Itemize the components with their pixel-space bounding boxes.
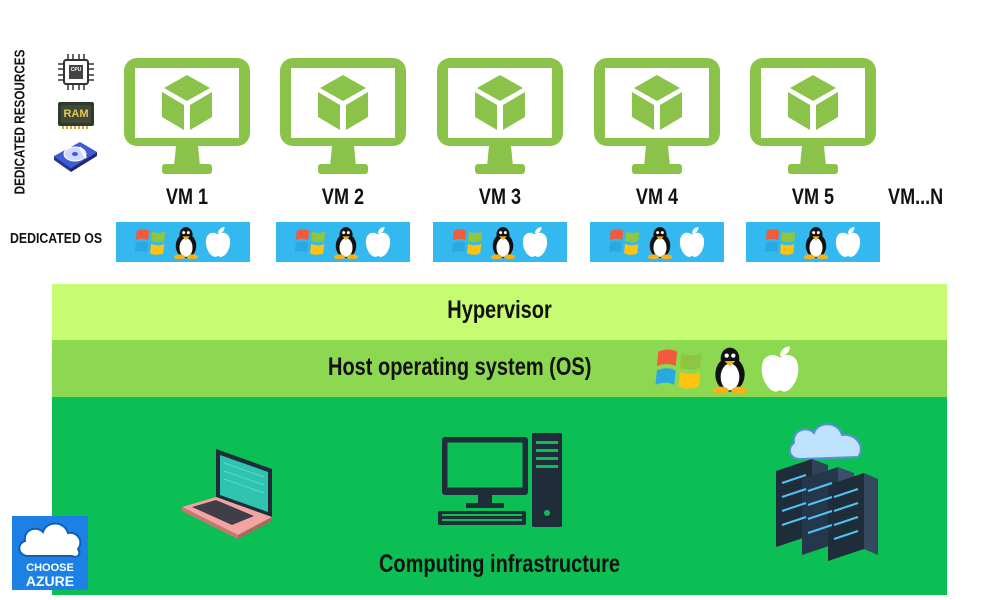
apple-icon — [204, 226, 232, 258]
linux-tux-icon — [802, 225, 830, 259]
dedicated-resources-label: DEDICATED RESOURCES — [11, 49, 29, 195]
vm-os-box-4 — [590, 222, 724, 262]
computing-infrastructure-title: Computing infrastructure — [378, 550, 621, 578]
windows-icon — [134, 227, 168, 257]
monitor-cube-icon — [750, 58, 876, 178]
windows-icon — [764, 227, 798, 257]
windows-icon — [608, 227, 642, 257]
host-os-title: Host operating system (OS) — [328, 353, 592, 381]
vm-label-3: VM 3 — [478, 184, 522, 209]
cpu-chip-label: CPU — [70, 67, 82, 73]
apple-icon — [678, 226, 706, 258]
vm-monitor-2 — [280, 58, 406, 178]
linux-tux-icon — [710, 345, 750, 393]
hard-drive-icon — [50, 138, 100, 174]
hypervisor-layer: Hypervisor — [52, 284, 947, 340]
vm-monitor-4 — [594, 58, 720, 178]
linux-tux-icon — [489, 225, 517, 259]
cpu-icon: CPU — [56, 52, 96, 92]
vm-label-5: VM 5 — [791, 184, 835, 209]
host-os-layer: Host operating system (OS) — [52, 340, 947, 397]
choose-azure-logo: CHOOSE AZURE — [12, 516, 88, 590]
ram-chip-label: RAM — [63, 108, 89, 120]
vm-label-4: VM 4 — [635, 184, 679, 209]
logo-line-2: AZURE — [25, 573, 75, 589]
vm-os-box-5 — [746, 222, 880, 262]
linux-tux-icon — [332, 225, 360, 259]
logo-line-1: CHOOSE — [26, 562, 74, 574]
windows-icon — [294, 227, 328, 257]
hypervisor-title: Hypervisor — [447, 296, 552, 324]
apple-icon — [758, 345, 802, 393]
vm-monitor-3 — [437, 58, 563, 178]
windows-icon — [654, 346, 706, 392]
laptop-icon — [182, 449, 272, 539]
vm-monitor-1 — [124, 58, 250, 178]
dedicated-os-label: DEDICATED OS — [10, 230, 103, 247]
ram-icon: RAM — [56, 100, 96, 130]
linux-tux-icon — [646, 225, 674, 259]
vm-label-1: VM 1 — [165, 184, 209, 209]
monitor-cube-icon — [437, 58, 563, 178]
monitor-cube-icon — [594, 58, 720, 178]
vm-os-box-1 — [116, 222, 250, 262]
vm-more-label: VM...N — [888, 184, 944, 209]
monitor-cube-icon — [124, 58, 250, 178]
cloud-server-icon — [776, 423, 878, 561]
windows-icon — [451, 227, 485, 257]
apple-icon — [834, 226, 862, 258]
vm-label-2: VM 2 — [321, 184, 365, 209]
monitor-cube-icon — [280, 58, 406, 178]
vm-os-box-3 — [433, 222, 567, 262]
vm-os-box-2 — [276, 222, 410, 262]
computing-infrastructure-layer: Computing infrastructure — [52, 397, 947, 595]
vm-monitor-5 — [750, 58, 876, 178]
apple-icon — [364, 226, 392, 258]
linux-tux-icon — [172, 225, 200, 259]
desktop-computer-icon — [438, 433, 562, 527]
apple-icon — [521, 226, 549, 258]
cloud-logo-icon — [18, 522, 82, 558]
